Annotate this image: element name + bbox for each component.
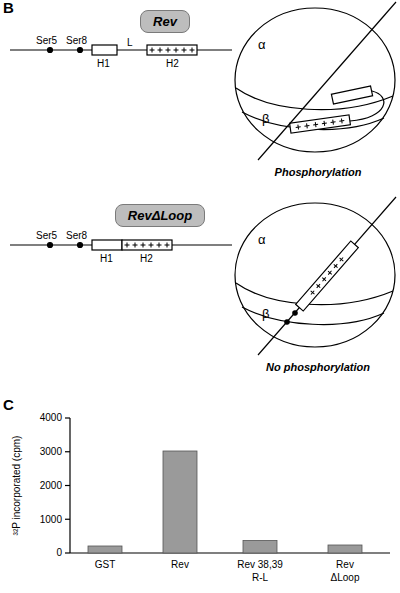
tick-label: 0 (56, 546, 62, 559)
construct-box: RevΔLoop (115, 204, 205, 227)
bar-label: Rev (152, 558, 208, 571)
loop-label: L (127, 36, 133, 49)
subunit-label: β (262, 307, 269, 320)
charge-marks (150, 48, 195, 53)
site-label: Ser8 (66, 229, 87, 242)
site-label: Ser5 (36, 34, 57, 47)
helix-label: H1 (97, 57, 110, 70)
result-label: Phosphorylation (275, 166, 362, 179)
panel-letter: B (3, 1, 14, 14)
tick-label: 3000 (40, 445, 62, 458)
site-label: Ser8 (66, 34, 87, 47)
subunit-label: α (258, 38, 266, 51)
tick-label: 4000 (40, 411, 62, 424)
bar-label: GST (77, 558, 133, 571)
bar-label: Rev ΔLoop (325, 558, 365, 584)
construct-box: Rev (140, 10, 190, 33)
charge-marks (309, 256, 345, 296)
axis-title: ³²P incorporated (cpm) (11, 435, 24, 535)
construct-name: RevΔLoop (128, 208, 192, 223)
site-label: Ser5 (36, 229, 57, 242)
bar-label: Rev 38,39 R-L (232, 558, 288, 584)
charge-marks (295, 118, 344, 130)
tick-label: 1000 (40, 513, 62, 526)
helix-label: H1 (100, 252, 113, 265)
subunit-label: α (258, 233, 266, 246)
helix-label: H2 (166, 57, 179, 70)
tick-label: 2000 (40, 479, 62, 492)
helix-label: H2 (140, 252, 153, 265)
subunit-label: β (262, 112, 269, 125)
panel-letter: C (3, 398, 14, 411)
charge-marks (125, 243, 170, 248)
construct-name: Rev (153, 14, 177, 29)
result-label: No phosphorylation (266, 361, 370, 374)
